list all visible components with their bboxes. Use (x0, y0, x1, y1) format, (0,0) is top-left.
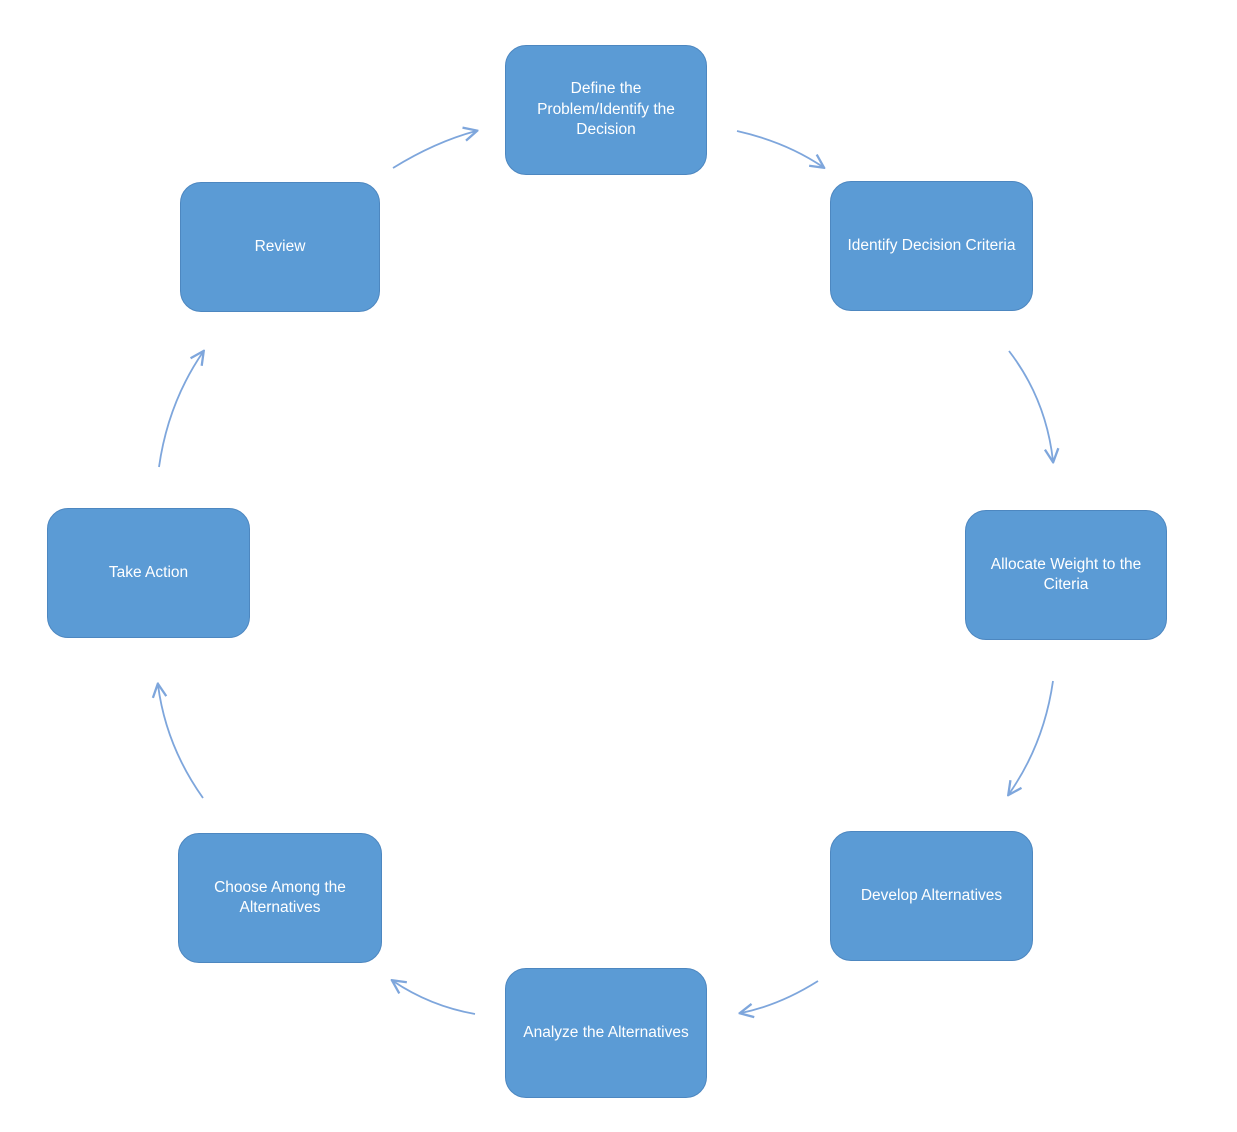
node-define-problem-label: Define the Problem/Identify the Decision (537, 80, 675, 139)
node-develop-alternatives: Develop Alternatives (830, 831, 1033, 961)
node-define-problem: Define the Problem/Identify the Decision (505, 45, 707, 175)
node-analyze-alternatives-label: Analyze the Alternatives (523, 1023, 689, 1041)
node-choose-alternatives: Choose Among the Alternatives (178, 833, 382, 963)
node-take-action: Take Action (47, 508, 250, 638)
node-review-label: Review (254, 237, 306, 255)
arrow-choose-to-take-action (158, 685, 204, 799)
node-take-action-label: Take Action (108, 563, 189, 581)
node-allocate-weight-label: Allocate Weight to the Citeria (990, 555, 1142, 593)
arrow-define-to-identify (736, 130, 823, 167)
arrow-analyze-to-choose (393, 981, 476, 1015)
node-develop-alternatives-label: Develop Alternatives (860, 886, 1003, 904)
node-allocate-weight: Allocate Weight to the Citeria (965, 510, 1167, 640)
arrow-identify-to-allocate (1008, 350, 1053, 461)
arrow-develop-to-analyze (741, 980, 819, 1013)
node-analyze-alternatives: Analyze the Alternatives (505, 968, 707, 1098)
node-identify-criteria-label: Identify Decision Criteria (847, 236, 1016, 254)
arrow-allocate-to-develop (1009, 680, 1054, 794)
arrow-take-action-to-review (158, 352, 203, 468)
node-identify-criteria: Identify Decision Criteria (830, 181, 1033, 311)
node-review: Review (180, 182, 380, 312)
arrow-review-to-define (392, 131, 476, 169)
node-choose-alternatives-label: Choose Among the Alternatives (214, 878, 346, 916)
